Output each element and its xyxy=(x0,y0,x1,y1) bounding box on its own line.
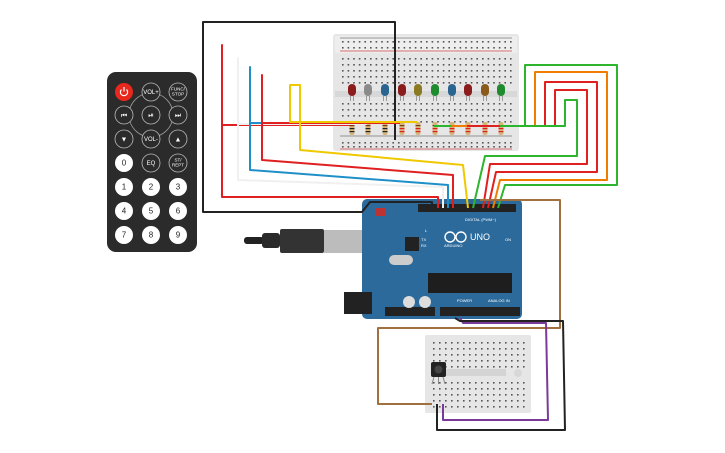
remote-button-label: EQ xyxy=(147,161,156,167)
led[interactable] xyxy=(381,84,389,101)
arduino-brand: ARDUINO xyxy=(444,243,462,248)
wire-green-2 xyxy=(472,99,578,209)
remote-button-label: 9 xyxy=(176,231,181,240)
remote-button-label: 5 xyxy=(149,207,154,216)
led[interactable] xyxy=(364,84,372,101)
up-icon: ▲ xyxy=(175,136,182,143)
remote-button-label: VOL- xyxy=(144,137,158,143)
next-icon: ⏭ xyxy=(175,112,182,119)
usb-cable xyxy=(244,229,362,253)
breadboard-small[interactable] xyxy=(425,335,531,413)
led[interactable] xyxy=(431,84,439,101)
power-label: POWER xyxy=(457,298,472,303)
ir-remote[interactable]: VOL+ FUNC/STOP ⏮ ⏯ ⏭ ▼ VOL- ▲ 0 EQ ST/REPT 1 2 3 4 5 6 7 8… xyxy=(107,72,197,252)
remote-button-up[interactable]: ▲ xyxy=(168,129,188,149)
arduino-uno[interactable]: ARDUINO UNO DIGITAL (PWM~) POWER ANALOG … xyxy=(344,199,522,319)
remote-button-st-rept[interactable]: ST/REPT xyxy=(168,153,188,173)
resistor[interactable] xyxy=(399,122,405,135)
remote-button-vol-up[interactable]: VOL+ xyxy=(141,82,161,102)
wire-purple xyxy=(442,317,549,421)
resistor[interactable] xyxy=(415,122,421,135)
resistor[interactable] xyxy=(365,122,371,135)
remote-button-label: 1 xyxy=(122,183,127,192)
wires[interactable] xyxy=(202,21,618,431)
remote-button-label: 6 xyxy=(176,207,181,216)
led-row xyxy=(348,84,505,101)
wire-black-2 xyxy=(436,317,566,431)
remote-button-down[interactable]: ▼ xyxy=(114,129,134,149)
remote-button-eq[interactable]: EQ xyxy=(141,153,161,173)
remote-button-label: FUNC/ xyxy=(171,87,185,92)
remote-button-label: 7 xyxy=(122,231,127,240)
led[interactable] xyxy=(348,84,356,101)
resistor[interactable] xyxy=(482,122,488,135)
prev-icon: ⏮ xyxy=(121,112,127,119)
remote-button-prev[interactable]: ⏮ xyxy=(114,105,134,125)
breadboard-holes xyxy=(342,41,512,148)
remote-button-label: 3 xyxy=(176,183,181,192)
led[interactable] xyxy=(497,84,505,101)
resistor[interactable] xyxy=(449,122,455,135)
led-rx-label: RX xyxy=(421,243,427,248)
arduino-model: UNO xyxy=(470,232,490,242)
remote-button-play-pause[interactable]: ⏯ xyxy=(141,105,161,125)
remote-button-6[interactable]: 6 xyxy=(169,202,187,220)
remote-button-label: ST/ xyxy=(174,158,182,163)
remote-button-func-stop[interactable]: FUNC/STOP xyxy=(168,82,188,102)
remote-button-label: VOL+ xyxy=(143,90,159,96)
remote-button-vol-down[interactable]: VOL- xyxy=(141,129,161,149)
resistor[interactable] xyxy=(465,122,471,135)
remote-button-label: REPT xyxy=(172,163,184,168)
down-icon: ▼ xyxy=(121,136,128,143)
resistor[interactable] xyxy=(432,122,438,135)
remote-button-7[interactable]: 7 xyxy=(115,226,133,244)
led-on-label: ON xyxy=(505,237,511,242)
resistor[interactable] xyxy=(498,122,504,135)
remote-button-label: 4 xyxy=(122,207,127,216)
remote-button-3[interactable]: 3 xyxy=(169,178,187,196)
breadboard-holes xyxy=(433,342,525,408)
wire-brown xyxy=(377,199,561,405)
breadboard-large[interactable] xyxy=(333,34,519,151)
analog-label: ANALOG IN xyxy=(488,298,510,303)
remote-button-4[interactable]: 4 xyxy=(115,202,133,220)
play-pause-icon: ⏯ xyxy=(148,112,154,119)
resistor[interactable] xyxy=(349,122,355,135)
remote-button-label: 0 xyxy=(122,159,127,168)
ir-receiver[interactable] xyxy=(431,362,446,385)
power-icon xyxy=(119,89,129,97)
remote-button-label: STOP xyxy=(172,92,184,97)
remote-button-1[interactable]: 1 xyxy=(115,178,133,196)
resistor[interactable] xyxy=(382,122,388,135)
remote-button-label: 2 xyxy=(149,183,154,192)
led[interactable] xyxy=(464,84,472,101)
remote-button-8[interactable]: 8 xyxy=(142,226,160,244)
remote-button-5[interactable]: 5 xyxy=(142,202,160,220)
remote-button-next[interactable]: ⏭ xyxy=(168,105,188,125)
led-l-label: L xyxy=(425,228,428,233)
led[interactable] xyxy=(448,84,456,101)
digital-label: DIGITAL (PWM~) xyxy=(465,217,497,222)
remote-button-2[interactable]: 2 xyxy=(142,178,160,196)
led[interactable] xyxy=(398,84,406,101)
led[interactable] xyxy=(481,84,489,101)
remote-button-0[interactable]: 0 xyxy=(115,154,133,172)
remote-button-label: 8 xyxy=(149,231,154,240)
led[interactable] xyxy=(414,84,422,101)
remote-button-power[interactable] xyxy=(115,83,133,101)
wire-red-2 xyxy=(261,74,454,208)
wire-black xyxy=(202,21,433,213)
led-tx-label: TX xyxy=(421,237,426,242)
remote-button-9[interactable]: 9 xyxy=(169,226,187,244)
wire-yellow xyxy=(289,84,469,209)
